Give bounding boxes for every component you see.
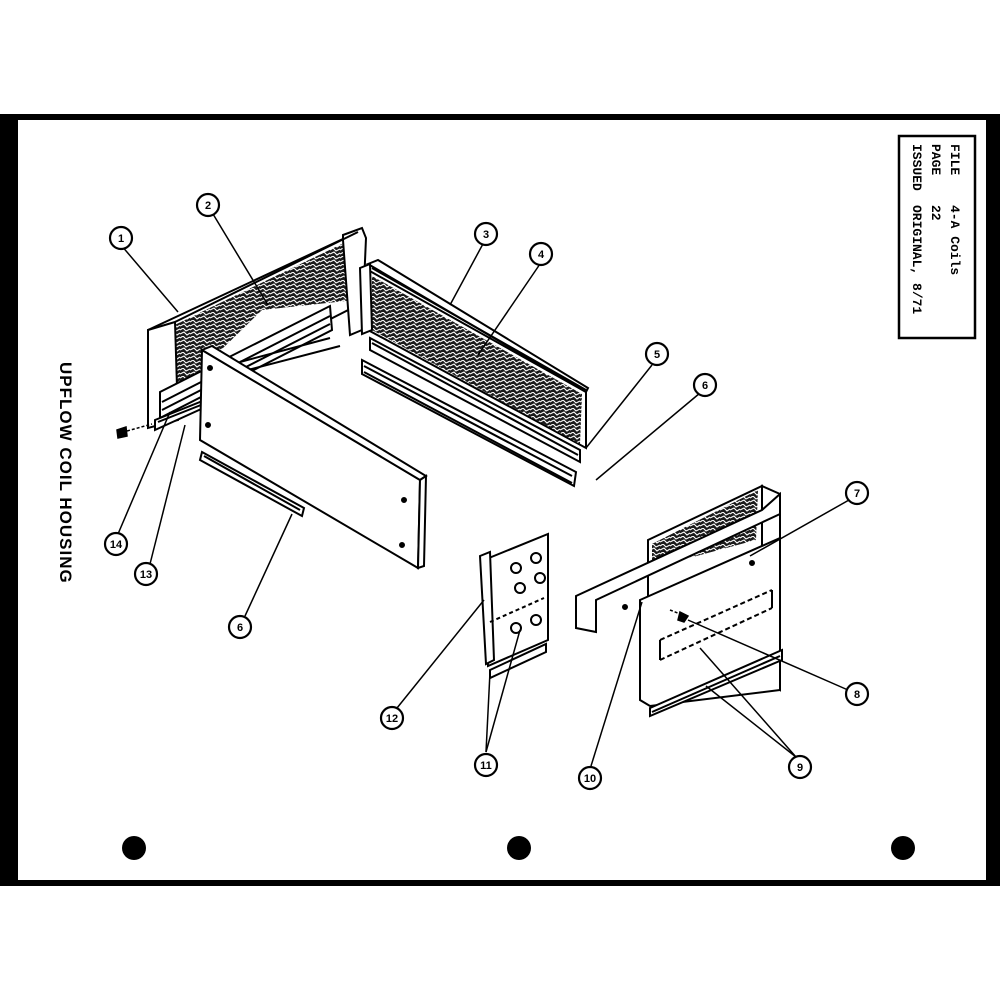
- callout-label: 7: [854, 488, 860, 500]
- callout-11: 11: [473, 752, 499, 778]
- callout-10: 10: [577, 765, 603, 791]
- callout-label: 12: [386, 713, 398, 725]
- info-file-value: 4-A Coils: [947, 205, 962, 275]
- leader-lines: [117, 213, 850, 767]
- bottom-rail-6: [198, 450, 306, 518]
- callout-label: 1: [118, 233, 124, 245]
- screw-14: [116, 423, 153, 439]
- front-panel: [198, 344, 428, 570]
- callout-1: 1: [108, 225, 134, 251]
- callout-2: 2: [195, 192, 221, 218]
- callout-4: 4: [528, 241, 554, 267]
- callout-label: 6: [702, 380, 708, 392]
- info-issued-label: ISSUED: [909, 144, 924, 191]
- callout-6a: 6: [692, 372, 718, 398]
- callout-7: 7: [844, 480, 870, 506]
- callout-label: 5: [654, 349, 660, 361]
- side-panel-assembly: [575, 484, 783, 718]
- info-page-value: 22: [928, 205, 943, 221]
- binder-hole-center: [507, 836, 531, 860]
- sheet-frame-top: [0, 114, 1000, 120]
- callout-12: 12: [379, 705, 405, 731]
- callout-label: 4: [538, 249, 545, 261]
- callout-13: 13: [133, 561, 159, 587]
- callout-label: 13: [140, 569, 152, 581]
- right-coil-slab: [358, 258, 590, 488]
- callout-label: 10: [584, 773, 596, 785]
- info-page-label: PAGE: [928, 144, 943, 175]
- diagram-title: UPFLOW COIL HOUSING: [56, 362, 75, 584]
- callout-label: 9: [797, 762, 803, 774]
- callout-label: 8: [854, 689, 860, 701]
- binder-hole-right: [891, 836, 915, 860]
- callout-label: 11: [480, 760, 492, 772]
- screw-8: [669, 609, 690, 623]
- callout-label: 14: [110, 539, 123, 551]
- callout-14: 14: [103, 531, 129, 557]
- sheet-frame-right: [986, 114, 1000, 886]
- info-file-label: FILE: [947, 144, 962, 175]
- callout-8: 8: [844, 681, 870, 707]
- callout-6b: 6: [227, 614, 253, 640]
- binder-hole-left: [122, 836, 146, 860]
- callout-label: 2: [205, 200, 211, 212]
- small-bracket: [478, 532, 549, 680]
- info-box: FILE 4-A Coils PAGE 22 ISSUED ORIGINAL, …: [897, 134, 977, 340]
- sheet-frame-bottom: [0, 880, 1000, 886]
- callout-5: 5: [644, 341, 670, 367]
- callout-3: 3: [473, 221, 499, 247]
- sheet-frame-left: [0, 114, 18, 886]
- callout-label: 6: [237, 622, 243, 634]
- callout-label: 3: [483, 229, 489, 241]
- callout-9: 9: [787, 754, 813, 780]
- info-issued-value: ORIGINAL, 8/71: [909, 205, 924, 314]
